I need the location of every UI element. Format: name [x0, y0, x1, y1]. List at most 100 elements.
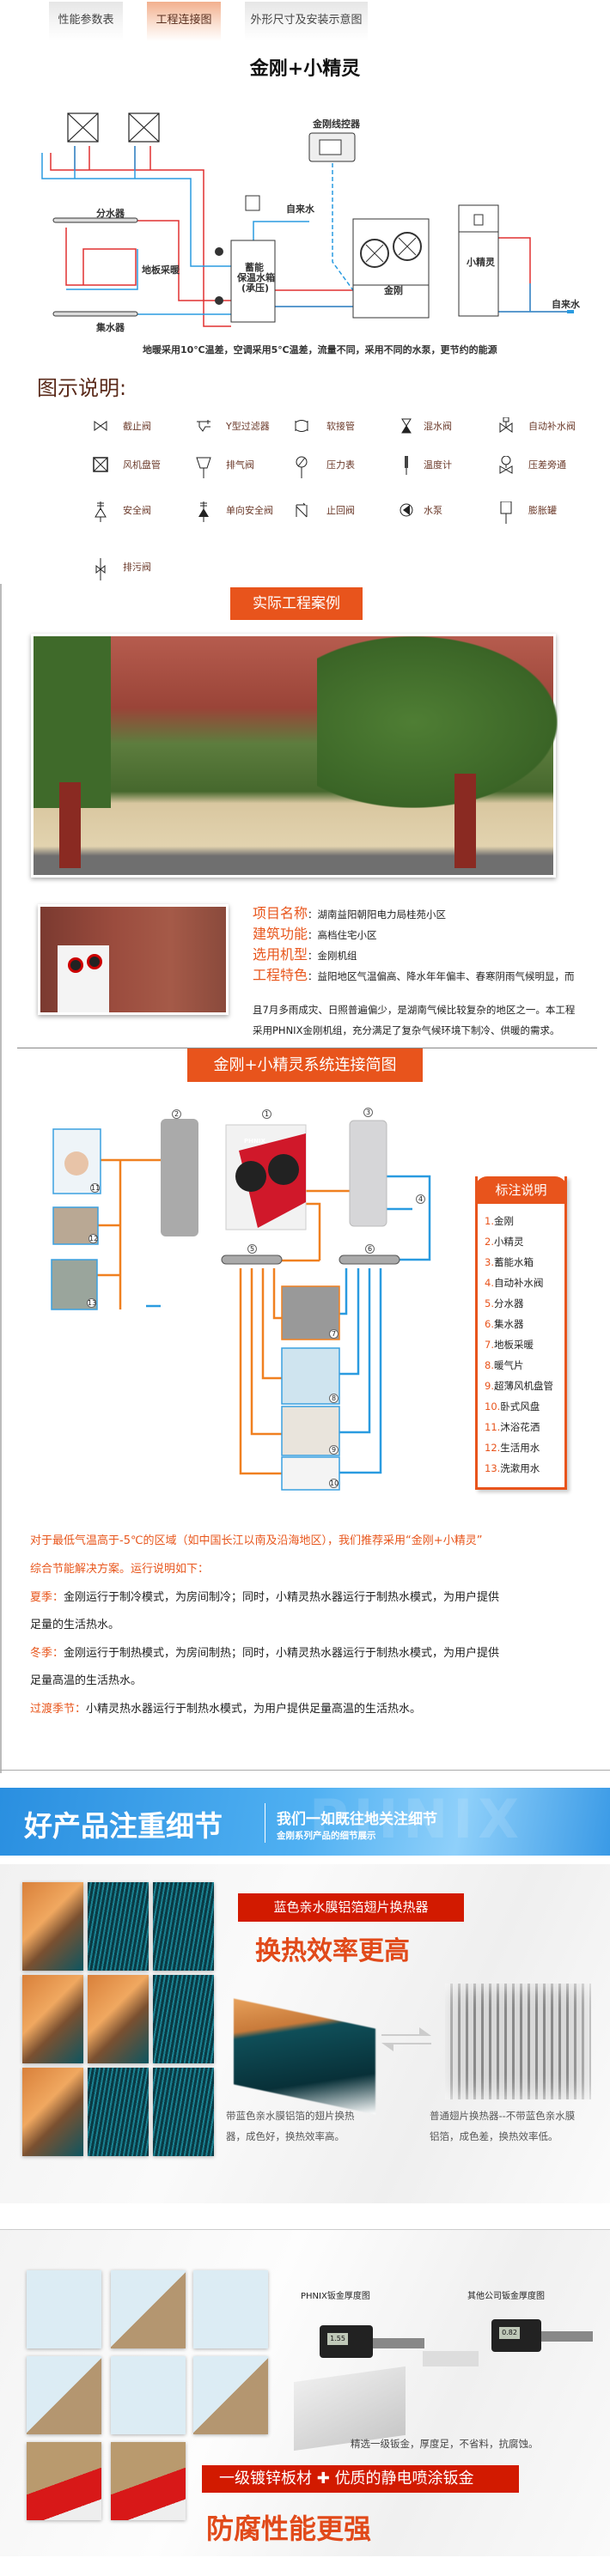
annotation-item: 7.地板采暖: [485, 1338, 534, 1352]
heat-tag: 蓝色亲水膜铝箔翅片换热器: [238, 1893, 464, 1922]
component-number: 10: [329, 1479, 339, 1488]
detail-subsubtitle: 金刚系列产品的细节展示: [277, 1831, 376, 1841]
thermometer-icon: [398, 456, 415, 478]
detail-title: 好产品注重细节: [24, 1809, 223, 1843]
storage-tank-photo: [349, 1120, 387, 1227]
legend-label: 混水阀: [424, 421, 452, 432]
case-info-value: ：金刚机组: [308, 950, 357, 962]
annotation-item: 8.暖气片: [485, 1358, 523, 1372]
legend-label: Y型过滤器: [226, 421, 270, 432]
annotation-text: 分水器: [493, 1297, 524, 1309]
summer-label: 夏季：: [30, 1591, 64, 1604]
mixing-valve-icon: [398, 417, 415, 440]
legend-label: 膨胀罐: [528, 505, 557, 516]
tank-label: (承压): [241, 283, 270, 294]
sheet-metal-tile: [27, 2442, 101, 2520]
transition-desc: 小精灵热水器运行于制热水模式，为用户提供足量高温的生活热水。: [86, 1703, 422, 1716]
sheet-metal-tile: [111, 2270, 186, 2348]
stop-valve-icon: [92, 417, 109, 440]
sheet-metal-tile: [193, 2356, 268, 2434]
component-number: 12: [88, 1234, 99, 1243]
case-info-label: 建筑功能: [253, 926, 308, 942]
annotation-item: 12.生活用水: [485, 1441, 540, 1455]
annotation-text: 蓄能水箱: [493, 1256, 534, 1268]
tab-dimensions-installation[interactable]: 外形尺寸及安装示意图: [245, 2, 368, 41]
case-info-value: ：高档住宅小区: [308, 929, 377, 941]
tab-label: 性能参数表: [58, 14, 114, 27]
annotation-item: 11.沐浴花洒: [485, 1420, 540, 1434]
legend-label: 风机盘管: [123, 459, 161, 471]
legend-label: 压力表: [326, 459, 355, 471]
annotation-item: 6.集水器: [485, 1317, 523, 1331]
heat-exchanger-tile: [88, 1882, 149, 1971]
annotation-text: 洗漱用水: [500, 1462, 540, 1474]
summer-desc: 金刚运行于制冷模式，为房间制冷；同时，小精灵热水器运行于制热水模式，为用户提供: [64, 1591, 500, 1604]
winter-desc: 足量高温的生活热水。: [30, 1674, 143, 1687]
annotation-text: 集水器: [493, 1318, 524, 1330]
sheet-metal-tile: [111, 2442, 186, 2520]
annotation-text: 暖气片: [493, 1359, 524, 1371]
annotation-number: 10.: [485, 1400, 501, 1413]
tap-water-label: 自来水: [286, 204, 314, 215]
tab-label: 工程连接图: [156, 14, 212, 27]
heat-caption-right: 普通翅片换热器--不带蓝色亲水膜: [430, 2110, 576, 2122]
legend-label: 自动补水阀: [528, 421, 576, 432]
plus-icon: ✚: [316, 2470, 330, 2488]
component-number: 5: [247, 1244, 257, 1254]
case-info-row: 选用机型：金刚机组: [253, 943, 357, 963]
unit-label: 金刚: [384, 285, 403, 296]
left-border: [0, 584, 2, 1773]
annotation-item: 3.蓄能水箱: [485, 1255, 534, 1269]
tab-engineering-connection[interactable]: 工程连接图: [147, 2, 221, 41]
sheet-headline: 防腐性能更强: [206, 2512, 372, 2545]
case-info-value: ：益阳地区气温偏高、降水年年偏丰、春寒阴雨气候明显，而: [308, 970, 575, 982]
intro-text: 综合节能解决方案。运行说明如下：: [30, 1563, 210, 1576]
air-vent-icon: [195, 456, 212, 478]
y-filter-icon: [195, 417, 212, 440]
legend-label: 止回阀: [326, 505, 355, 516]
page-title: 金刚+小精灵: [249, 58, 361, 80]
legend-label: 排污阀: [123, 562, 151, 573]
pressure-gauge-icon: [293, 456, 310, 478]
legend-label: 安全阀: [123, 505, 151, 516]
component-number: 9: [329, 1445, 339, 1455]
compare-arrow-icon: [423, 2351, 479, 2366]
auto-fill-valve-icon: [497, 416, 515, 440]
annotation-text: 生活用水: [500, 1442, 540, 1454]
differential-bypass-icon: [497, 455, 515, 478]
legend-title: 图示说明:: [37, 376, 127, 400]
annotation-item: 4.自动补水阀: [485, 1276, 543, 1290]
tab-performance-params[interactable]: 性能参数表: [49, 2, 123, 41]
tank-label: 蓄能: [245, 262, 264, 273]
annotation-number: 8.: [485, 1359, 494, 1371]
sheet-metal-tile: [27, 2356, 101, 2434]
controller-label: 金刚线控器: [313, 118, 360, 130]
heat-exchanger-tile: [22, 2068, 83, 2156]
drain-valve-icon: [92, 558, 109, 580]
annotation-item: 5.分水器: [485, 1297, 523, 1310]
case-description: 采用PHNIX金刚机组，充分满足了复杂气候环境下制冷、供暖的需求。: [253, 1024, 560, 1036]
heat-exchanger-tile: [88, 1975, 149, 2063]
heat-caption-left: 器，成色好，换热效率高。: [226, 2130, 345, 2142]
heat-exchanger-tile: [22, 1975, 83, 2063]
sheet-tag: 一级镀锌板材 ✚ 优质的静电喷涂钣金: [202, 2465, 519, 2493]
annotation-number: 13.: [485, 1462, 501, 1474]
tank-label: 保温水箱: [237, 272, 275, 283]
annotation-legend-title: 标注说明: [475, 1176, 567, 1204]
annotation-number: 2.: [485, 1236, 494, 1248]
expansion-tank-icon: [497, 501, 515, 524]
normal-fin-exchanger-image: [445, 1984, 591, 2099]
summer-text: 夏季：金刚运行于制冷模式，为房间制冷；同时，小精灵热水器运行于制热水模式，为用户…: [30, 1588, 499, 1604]
heat-exchanger-tile: [153, 1882, 214, 1971]
annotation-number: 5.: [485, 1297, 494, 1309]
annotation-number: 6.: [485, 1318, 494, 1330]
caliper-left: 1.55: [320, 2325, 373, 2358]
legend-label: 水泵: [424, 505, 442, 516]
heat-caption-left: 带蓝色亲水膜铝箔的翅片换热: [226, 2110, 355, 2122]
winter-text: 冬季：金刚运行于制热模式，为房间制热；同时，小精灵热水器运行于制热水模式，为用户…: [30, 1643, 499, 1660]
storage-tank: [230, 240, 276, 323]
phnix-thickness-label: PHNIX钣金厚度图: [301, 2292, 370, 2301]
brand-label: PHNIX: [244, 1138, 265, 1145]
component-number: 3: [363, 1108, 373, 1117]
